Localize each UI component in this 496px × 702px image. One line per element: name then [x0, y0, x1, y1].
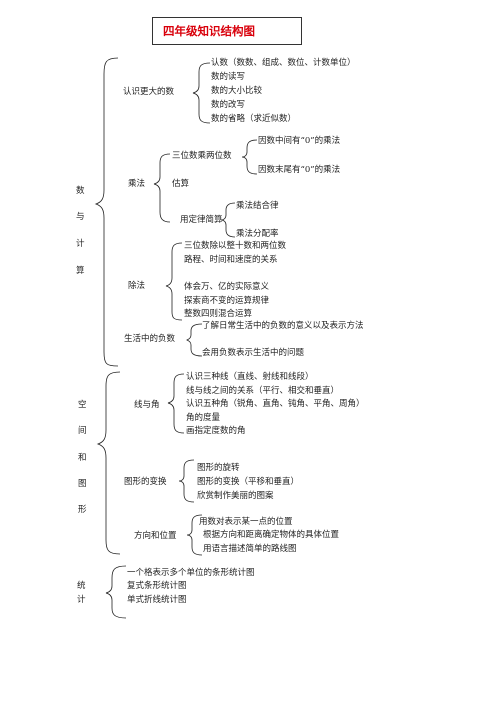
- transform-item: 图形的旋转: [197, 463, 240, 473]
- lines-angles-label: 线与角: [134, 400, 160, 410]
- arithmetic-label-char: 数: [76, 186, 85, 196]
- position-item: 用语言描述简单的路线图: [203, 544, 297, 554]
- big-numbers-item: 认数（数数、组成、数位、计数单位）: [211, 58, 356, 68]
- geometry-label-char: 间: [78, 426, 87, 436]
- simplify-item: 乘法分配率: [236, 229, 279, 239]
- position-item: 用数对表示某一点的位置: [199, 517, 293, 527]
- statistics-item: 一个格表示多个单位的条形统计图: [127, 568, 255, 578]
- title-box: 四年级知识结构图: [152, 17, 302, 45]
- simplify-item: 乘法结合律: [236, 201, 279, 211]
- arithmetic-label-char: 算: [76, 266, 85, 276]
- three-by-two-item: 因数中间有“0”的乘法: [258, 136, 341, 146]
- lines-angles-item: 画指定度数的角: [186, 426, 246, 436]
- arithmetic-label-char: 计: [76, 239, 85, 249]
- transform-item: 欣赏制作美丽的图案: [197, 491, 274, 501]
- position-label: 方向和位置: [134, 531, 177, 541]
- geometry-label-char: 和: [78, 453, 87, 463]
- brace-position: [186, 514, 203, 556]
- statistics-label-char: 计: [77, 595, 86, 605]
- estimate-label: 估算: [172, 179, 190, 189]
- brace-big-numbers: [192, 62, 211, 124]
- brace-simplify: [220, 202, 236, 238]
- three-by-two-item: 因数末尾有“0”的乘法: [258, 165, 341, 175]
- transform-item: 图形的变换（平移和垂直）: [197, 477, 300, 487]
- division-item: 三位数除以整十数和两位数: [184, 241, 287, 251]
- brace-transform: [178, 459, 195, 503]
- three-by-two-label: 三位数乘两位数: [172, 151, 232, 161]
- negatives-label: 生活中的负数: [124, 334, 176, 344]
- big-numbers-item: 数的读写: [211, 72, 246, 82]
- simplify-label: 用定律简算: [180, 215, 223, 225]
- division-label: 除法: [128, 281, 146, 291]
- brace-multiplication: [153, 153, 171, 223]
- geometry-label-char: 图: [78, 479, 87, 489]
- geometry-label-char: 形: [78, 505, 87, 515]
- lines-angles-item: 认识三种线（直线、射线和线段）: [186, 372, 314, 382]
- division-item: 体会万、亿的实际意义: [184, 282, 270, 292]
- page-title: 四年级知识结构图: [163, 24, 255, 38]
- negatives-item: 了解日常生活中的负数的意义以及表示方法: [202, 321, 364, 331]
- brace-three-by-two: [241, 139, 258, 175]
- geometry-label-char: 空: [78, 400, 87, 410]
- brace-statistics: [105, 565, 127, 619]
- brace-division: [165, 242, 183, 321]
- statistics-item: 复式条形统计图: [127, 581, 187, 591]
- brace-lines-angles: [167, 373, 185, 434]
- division-item: 探索商不变的运算规律: [184, 296, 270, 306]
- brace-arithmetic: [94, 57, 119, 367]
- statistics-label-char: 统: [77, 581, 86, 591]
- division-item: 整数四则混合运算: [184, 309, 253, 319]
- big-numbers-item: 数的改写: [211, 100, 246, 110]
- big-numbers-item: 数的大小比较: [211, 86, 263, 96]
- brace-negatives: [186, 323, 203, 357]
- multiplication-label: 乘法: [128, 179, 146, 189]
- position-item: 根据方向和距离确定物体的具体位置: [203, 530, 340, 540]
- arithmetic-label-char: 与: [76, 212, 85, 222]
- negatives-item: 会用负数表示生活中的问题: [202, 348, 305, 358]
- big-numbers-item: 数的省略（求近似数）: [211, 114, 297, 124]
- big-numbers-label: 认识更大的数: [123, 87, 175, 97]
- brace-geometry: [96, 371, 121, 555]
- division-item: 路程、时间和速度的关系: [184, 255, 278, 265]
- transform-label: 图形的变换: [124, 477, 167, 487]
- lines-angles-item: 认识五种角（锐角、直角、钝角、平角、周角）: [186, 399, 365, 409]
- statistics-item: 单式折线统计图: [127, 595, 187, 605]
- lines-angles-item: 角的度量: [186, 413, 221, 423]
- lines-angles-item: 线与线之间的关系（平行、相交和垂直）: [186, 386, 340, 396]
